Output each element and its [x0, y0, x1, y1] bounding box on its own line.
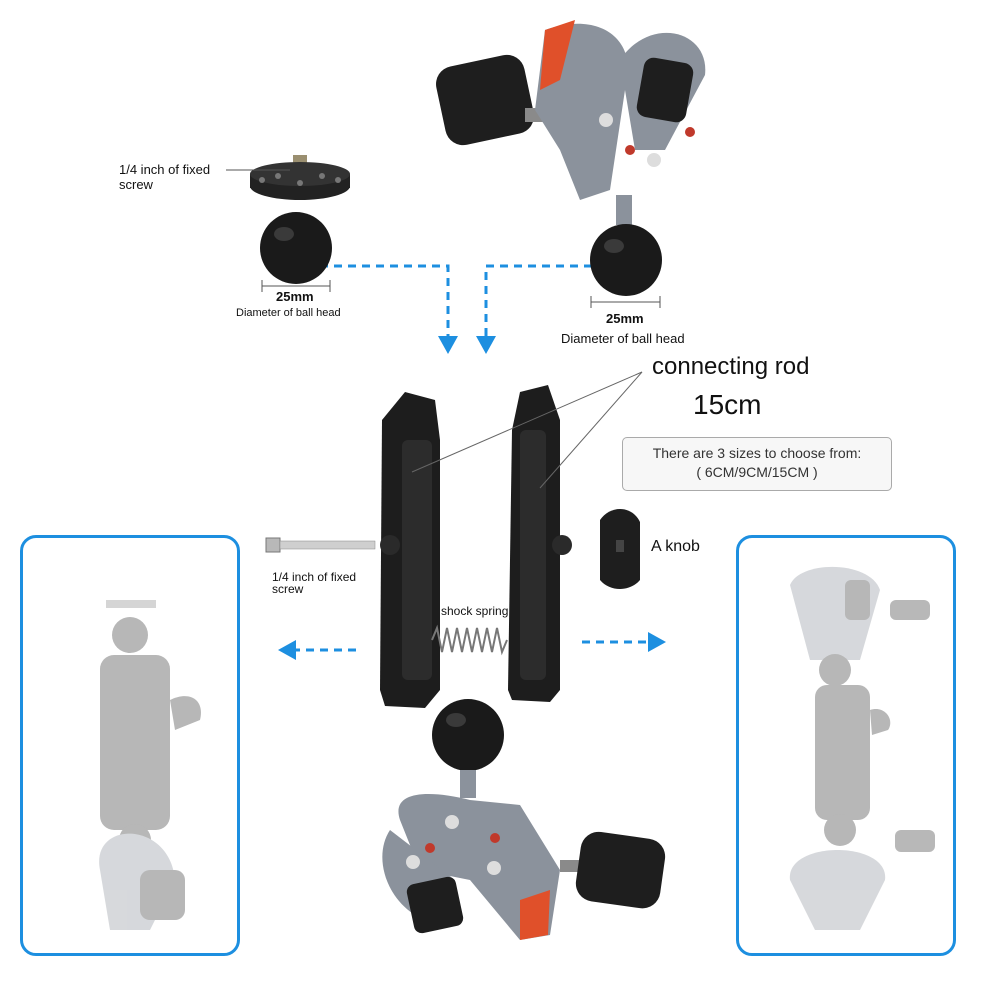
size-options-list: ( 6CM/9CM/15CM ): [696, 464, 818, 480]
rod-pointer-2: [539, 371, 643, 489]
arrowhead-right: [648, 632, 666, 652]
label-ball-diameter-right: 25mm: [606, 311, 644, 326]
right-assembly-faded: [789, 566, 935, 930]
top-claw-clamp: [436, 20, 706, 296]
size-options-box: There are 3 sizes to choose from: ( 6CM/…: [622, 437, 892, 491]
knob: [600, 508, 640, 589]
left-assembled-preview-panel: [20, 535, 240, 956]
arrow-right-ball-to-rod: [484, 264, 606, 338]
dimension-line-left: [261, 280, 331, 292]
connecting-rod-left-half: [380, 392, 440, 708]
shock-spring: [431, 624, 508, 656]
bottom-claw-clamp: [382, 699, 666, 940]
label-fixed-screw-mid: 1/4 inch of fixed screw: [272, 570, 357, 596]
rod-pointer-1: [411, 371, 643, 473]
connecting-rod-length: 15cm: [693, 389, 762, 420]
connecting-rod-right-half: [508, 385, 572, 702]
label-shock-spring: shock spring: [441, 604, 509, 618]
ball-head-with-plate: [250, 155, 350, 284]
left-assembly-faded: [99, 600, 201, 930]
arrow-left-ball-to-rod: [320, 264, 450, 338]
label-ball-diameter-left: 25mm: [276, 289, 314, 304]
caption-ball-diameter-right: Diameter of ball head: [561, 331, 685, 346]
right-assembled-preview-panel: [736, 535, 956, 956]
label-knob: A knob: [651, 538, 700, 555]
fixed-screw-long: [265, 537, 376, 553]
size-options-heading: There are 3 sizes to choose from:: [652, 445, 862, 461]
arrowhead-left: [278, 640, 296, 660]
label-fixed-screw-top: 1/4 inch of fixed screw: [119, 162, 211, 192]
caption-ball-diameter-left: Diameter of ball head: [236, 307, 341, 319]
dimension-line-right: [590, 296, 661, 308]
arrowhead-down-2: [476, 336, 496, 354]
connecting-rod-title: connecting rod: [652, 353, 810, 380]
arrowhead-down-1: [438, 336, 458, 354]
